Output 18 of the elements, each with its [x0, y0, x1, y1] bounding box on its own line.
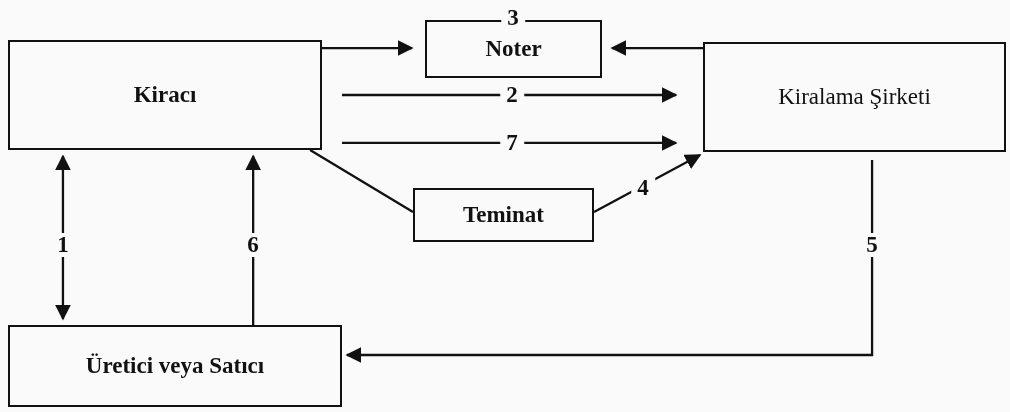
node-label: Teminat — [463, 202, 544, 228]
arrow — [342, 86, 678, 104]
arrow — [342, 134, 678, 151]
connector-line — [309, 149, 414, 213]
arrow — [322, 40, 414, 57]
node-label: Kiracı — [133, 82, 197, 108]
arrow — [54, 154, 71, 321]
arrow — [593, 154, 702, 213]
node-label: Üretici veya Satıcı — [85, 353, 265, 379]
process-box — [703, 42, 1006, 152]
arrow — [245, 154, 262, 325]
node-label: Noter — [485, 36, 542, 62]
process-box — [8, 40, 322, 150]
process-box — [413, 188, 594, 242]
arrow — [610, 40, 703, 57]
arrow — [345, 160, 874, 364]
node-label: Kiralama Şirketi — [778, 84, 931, 110]
process-box — [8, 325, 342, 407]
